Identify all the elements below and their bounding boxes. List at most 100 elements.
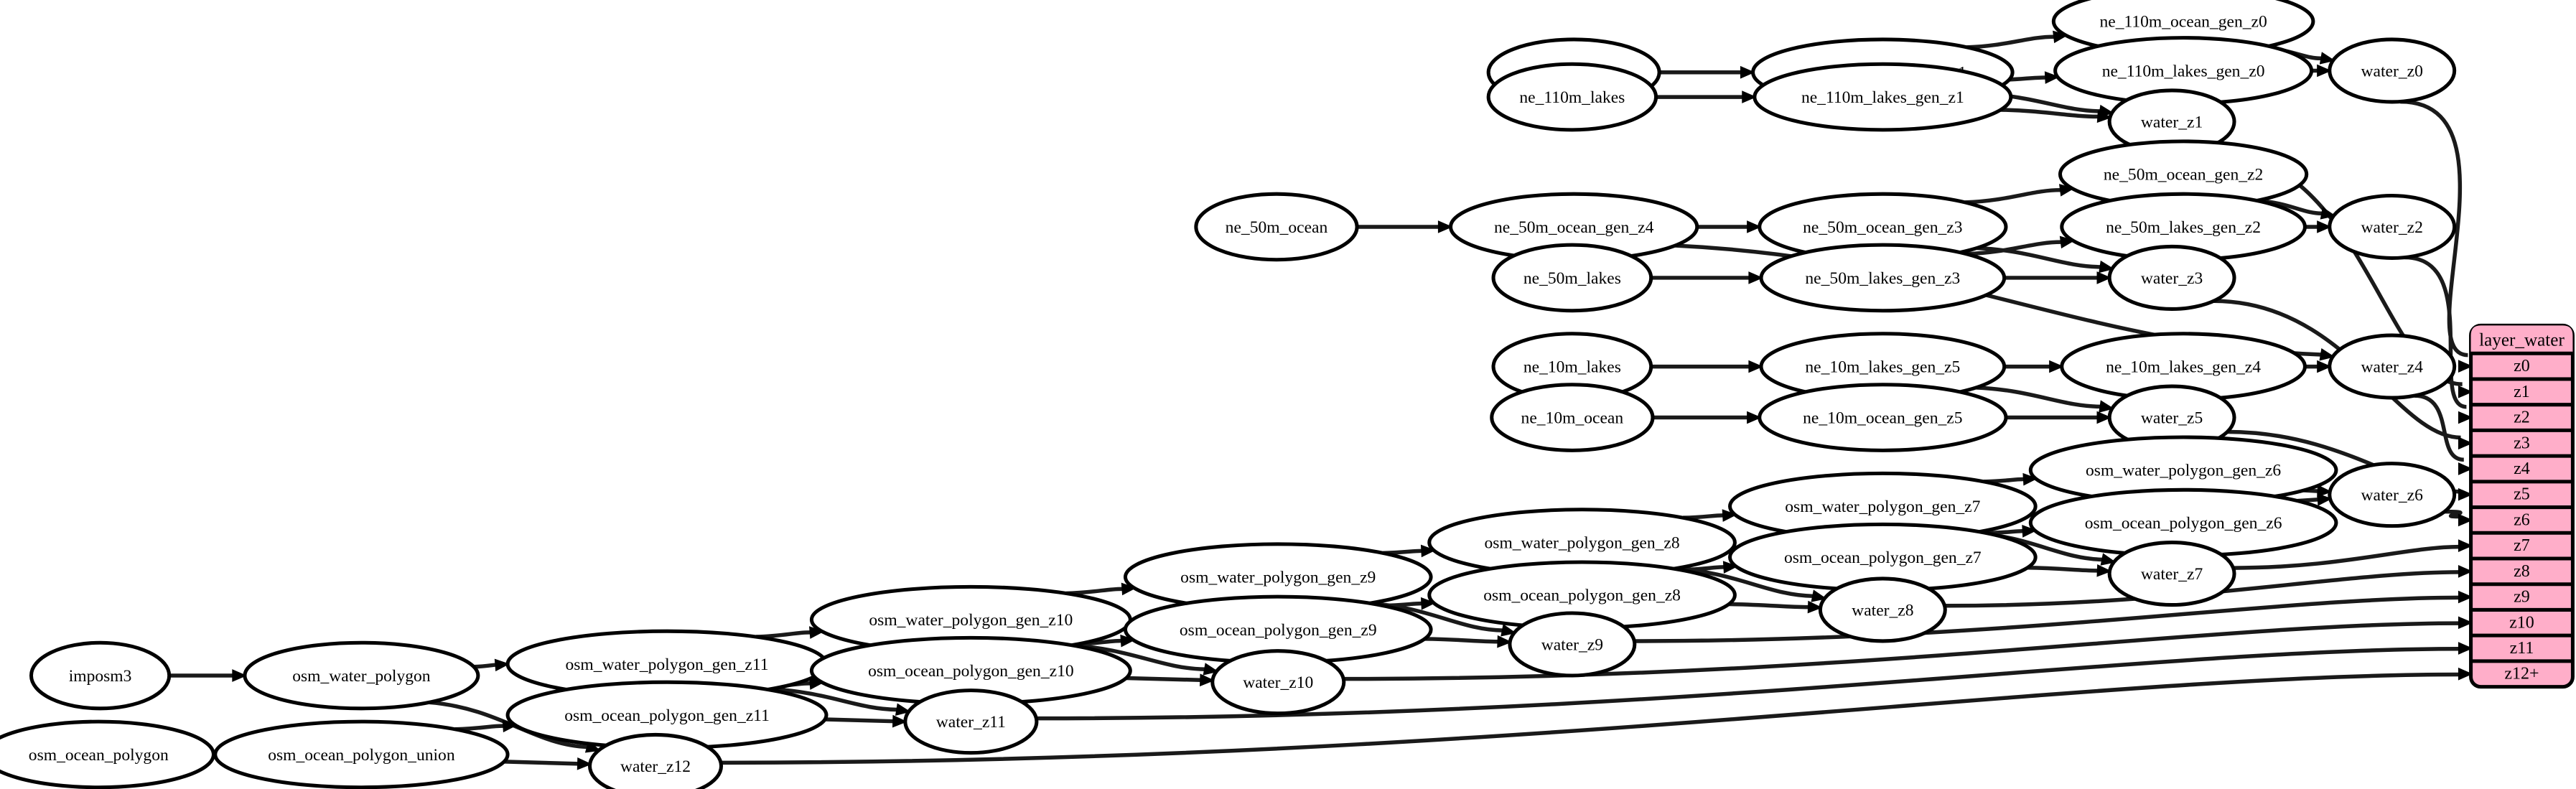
node-ne_50m_lakes_gen_z2[interactable]: ne_50m_lakes_gen_z2 — [2060, 192, 2307, 262]
record-row-z6: z6 — [2514, 510, 2530, 529]
node-shape-osm_water_polygon[interactable] — [243, 640, 480, 711]
edge-arrowhead — [2319, 52, 2335, 65]
node-ne_10m_ocean_gen_z5[interactable]: ne_10m_ocean_gen_z5 — [1758, 383, 2008, 452]
edge-arrowhead — [892, 714, 907, 728]
node-label-osm_ocean_polygon_gen_z10: osm_ocean_polygon_gen_z10 — [868, 662, 1074, 681]
node-shape-water_z9[interactable] — [1508, 611, 1637, 678]
node-ne_10m_lakes_gen_z5[interactable]: ne_10m_lakes_gen_z5 — [1759, 332, 2007, 401]
node-shape-water_z10[interactable] — [1210, 649, 1346, 716]
layer-water-title: layer_water — [2479, 330, 2565, 350]
node-shape-water_z2[interactable] — [2328, 193, 2457, 260]
node-label-ne_110m_lakes: ne_110m_lakes — [1519, 88, 1625, 107]
node-shape-water_z8[interactable] — [1818, 576, 1947, 643]
node-water_z5[interactable]: water_z5 — [2107, 384, 2236, 451]
node-label-water_z2: water_z2 — [2361, 218, 2423, 237]
edge-ne_110m_lakes_gen_z1-to-water_z1 — [2000, 108, 2099, 119]
node-water_z9[interactable]: water_z9 — [1508, 611, 1637, 678]
node-shape-water_z12[interactable] — [587, 732, 724, 789]
node-water_z8[interactable]: water_z8 — [1818, 576, 1947, 643]
record-row-z2: z2 — [2514, 408, 2530, 427]
node-osm_ocean_polygon[interactable]: osm_ocean_polygon — [0, 719, 215, 789]
node-ne_10m_ocean[interactable]: ne_10m_ocean — [1490, 383, 1655, 452]
node-ne_50m_ocean_gen_z2[interactable]: ne_50m_ocean_gen_z2 — [2058, 139, 2309, 210]
node-label-ne_50m_ocean_gen_z3: ne_50m_ocean_gen_z3 — [1803, 218, 1962, 237]
node-label-water_z12: water_z12 — [620, 757, 691, 776]
edge-arrowhead — [1748, 360, 1763, 373]
node-shape-osm_ocean_polygon_union[interactable] — [213, 719, 510, 789]
node-ne_110m_lakes_gen_z1[interactable]: ne_110m_lakes_gen_z1 — [1753, 62, 2013, 132]
node-ne_10m_lakes_gen_z4[interactable]: ne_10m_lakes_gen_z4 — [2060, 332, 2307, 401]
node-shape-water_z3[interactable] — [2107, 244, 2236, 311]
node-osm_ocean_polygon_gen_z6[interactable]: osm_ocean_polygon_gen_z6 — [2028, 487, 2338, 558]
edge-arrowhead — [2096, 564, 2112, 577]
node-water_z11[interactable]: water_z11 — [903, 688, 1039, 755]
node-shape-water_z0[interactable] — [2328, 37, 2457, 104]
record-row-z11: z11 — [2510, 639, 2534, 658]
node-shape-water_z4[interactable] — [2328, 333, 2457, 400]
edge-arrowhead — [2458, 487, 2473, 501]
edge-osm_ocean_polygon_gen_z7-to-water_z7 — [2027, 566, 2099, 573]
node-water_z10[interactable]: water_z10 — [1210, 649, 1346, 716]
node-shape-water_z11[interactable] — [903, 688, 1039, 755]
edge-osm_water_polygon_gen_z10-to-water_z10 — [1070, 643, 1205, 671]
edge-osm_ocean_polygon_gen_z9-to-water_z9 — [1424, 637, 1499, 644]
edge-ne_110m_ocean_gen_z1-to-ne_110m_ocean_gen_z0 — [1966, 34, 2055, 50]
edge-arrowhead — [1120, 634, 1136, 648]
node-ne_50m_ocean_gen_z3[interactable]: ne_50m_ocean_gen_z3 — [1758, 192, 2008, 262]
node-ne_110m_lakes[interactable]: ne_110m_lakes — [1486, 62, 1658, 132]
node-shape-ne_10m_ocean_gen_z5[interactable] — [1758, 383, 2008, 452]
node-shape-ne_110m_lakes[interactable] — [1486, 62, 1658, 132]
edge-water_z7-to-layer_water-z7 — [2233, 544, 2460, 570]
edge-osm_ocean_polygon_gen_z8-to-water_z8 — [1729, 602, 1809, 610]
node-water_z12[interactable]: water_z12 — [587, 732, 724, 789]
edge-arrowhead — [1747, 220, 1762, 233]
edge-arrowhead — [494, 658, 510, 672]
node-osm_ocean_polygon_gen_z10[interactable]: osm_ocean_polygon_gen_z10 — [809, 635, 1132, 706]
node-label-osm_water_polygon_gen_z11: osm_water_polygon_gen_z11 — [566, 655, 769, 674]
node-water_z0[interactable]: water_z0 — [2328, 37, 2457, 104]
node-shape-imposm3[interactable] — [29, 640, 172, 711]
node-osm_ocean_polygon_gen_z8[interactable]: osm_ocean_polygon_gen_z8 — [1427, 560, 1737, 630]
node-water_z2[interactable]: water_z2 — [2328, 193, 2457, 260]
node-osm_ocean_polygon_union[interactable]: osm_ocean_polygon_union — [213, 719, 510, 789]
node-ne_50m_ocean[interactable]: ne_50m_ocean — [1194, 192, 1359, 262]
node-shape-ne_110m_lakes_gen_z1[interactable] — [1753, 62, 2013, 132]
edge-ne_10m_lakes_gen_z5-to-water_z5 — [1976, 386, 2101, 409]
edge-arrowhead — [1420, 597, 1436, 610]
record-row-z0: z0 — [2514, 357, 2530, 375]
node-shape-ne_50m_ocean[interactable] — [1194, 192, 1359, 262]
edge-arrowhead — [895, 703, 911, 716]
node-water_z6[interactable]: water_z6 — [2328, 462, 2457, 528]
node-ne_50m_lakes[interactable]: ne_50m_lakes — [1491, 243, 1653, 313]
node-shape-ne_50m_lakes[interactable] — [1491, 243, 1653, 313]
node-water_z3[interactable]: water_z3 — [2107, 244, 2236, 311]
node-ne_10m_lakes[interactable]: ne_10m_lakes — [1491, 332, 1653, 401]
node-imposm3[interactable]: imposm3 — [29, 640, 172, 711]
edge-water_z8-to-layer_water-z8 — [1944, 570, 2460, 608]
node-osm_water_polygon_gen_z7[interactable]: osm_water_polygon_gen_z7 — [1728, 471, 2038, 541]
edge-arrowhead — [2458, 616, 2473, 630]
node-label-water_z1: water_z1 — [2141, 113, 2203, 131]
node-osm_water_polygon_gen_z10[interactable]: osm_water_polygon_gen_z10 — [809, 584, 1132, 655]
node-label-water_z5: water_z5 — [2141, 408, 2203, 427]
edge-arrowhead — [2458, 667, 2473, 681]
edge-arrowhead — [2458, 513, 2473, 527]
record-row-z4: z4 — [2514, 459, 2530, 478]
record-row-z5: z5 — [2514, 485, 2530, 504]
node-osm_ocean_polygon_gen_z11[interactable]: osm_ocean_polygon_gen_z11 — [505, 680, 829, 750]
edge-arrowhead — [2096, 411, 2112, 424]
node-ne_50m_lakes_gen_z3[interactable]: ne_50m_lakes_gen_z3 — [1759, 243, 2007, 313]
node-label-water_z3: water_z3 — [2141, 269, 2203, 288]
edge-water_z4-to-layer_water-z4 — [2414, 393, 2465, 462]
edge-osm_ocean_polygon_union-to-water_z12 — [504, 760, 579, 766]
node-water_z4[interactable]: water_z4 — [2328, 333, 2457, 400]
node-shape-ne_50m_lakes_gen_z3[interactable] — [1759, 243, 2007, 313]
node-water_z7[interactable]: water_z7 — [2107, 541, 2236, 607]
node-shape-water_z7[interactable] — [2107, 541, 2236, 607]
node-osm_water_polygon_gen_z9[interactable]: osm_water_polygon_gen_z9 — [1123, 542, 1433, 612]
node-shape-water_z6[interactable] — [2328, 462, 2457, 528]
node-shape-ne_10m_ocean[interactable] — [1490, 383, 1655, 452]
node-osm_water_polygon_gen_z6[interactable]: osm_water_polygon_gen_z6 — [2028, 435, 2338, 505]
node-osm_water_polygon[interactable]: osm_water_polygon — [243, 640, 480, 711]
